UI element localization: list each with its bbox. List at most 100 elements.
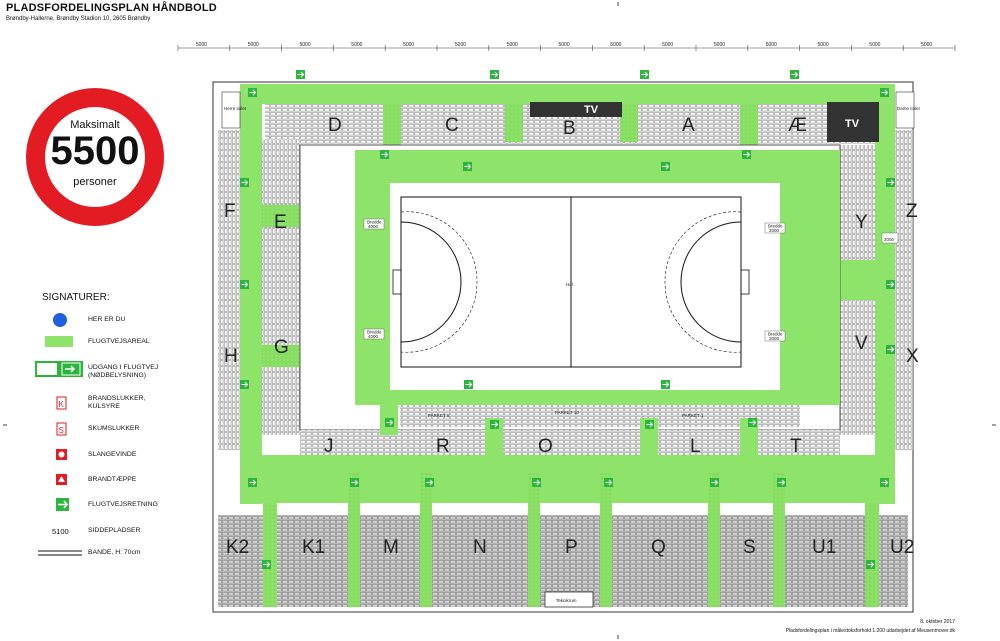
escape-direction-icon bbox=[385, 418, 394, 427]
escape-direction-icon bbox=[248, 88, 257, 97]
legend-title: SIGNATURER: bbox=[42, 292, 110, 303]
dimension-value: 5000 bbox=[507, 42, 518, 48]
escape-direction-icon bbox=[240, 280, 249, 289]
seat-count-text: 5100 bbox=[52, 527, 69, 536]
section-label-x: X bbox=[906, 346, 919, 367]
dimension-value: 5000 bbox=[766, 42, 777, 48]
section-label-g: G bbox=[274, 337, 289, 358]
legend-label: SKUMSLUKKER bbox=[88, 425, 140, 432]
floor-label: PARKET 10 bbox=[555, 410, 579, 415]
page-title: PLADSFORDELINGSPLAN HÅNDBOLD bbox=[6, 2, 217, 14]
escape-direction-icon bbox=[532, 478, 541, 487]
court-label: Hal bbox=[566, 282, 573, 287]
escape-direction-icon bbox=[880, 478, 889, 487]
escape-direction-icon bbox=[866, 560, 875, 569]
width-labels bbox=[363, 218, 899, 342]
you-are-here-icon bbox=[53, 313, 67, 327]
section-label-j: J bbox=[324, 436, 334, 457]
section-label-q: Q bbox=[651, 537, 666, 558]
hose-reel-icon bbox=[56, 449, 67, 460]
escape-direction-icon bbox=[240, 380, 249, 389]
legend: K S 5100 HER ER DU FLUGTVEJSAREAL UDGANG… bbox=[0, 0, 158, 556]
section-label-f: F bbox=[224, 201, 236, 222]
escape-direction-icon bbox=[425, 478, 434, 487]
left-inner-stand bbox=[262, 140, 300, 435]
escape-direction-icon bbox=[240, 178, 249, 187]
tv-label-right: TV bbox=[845, 118, 860, 130]
escape-direction-icon bbox=[262, 560, 271, 569]
upper-aisle bbox=[620, 104, 638, 142]
section-label-e: E bbox=[274, 212, 287, 233]
legend-label: BANDE, H: 70cm bbox=[88, 549, 141, 556]
bottom-aisles bbox=[263, 473, 879, 607]
escape-route-area-icon bbox=[45, 336, 73, 347]
capacity-sign-inner: Maksimalt 5500 personer bbox=[45, 107, 145, 207]
legend-label: FLUGTVEJSRETNING bbox=[88, 501, 158, 508]
exit-signs bbox=[240, 70, 895, 569]
footer-date: 8. oktober 2017 bbox=[920, 619, 955, 625]
escape-direction-icon bbox=[56, 498, 69, 511]
toilet-women bbox=[895, 91, 915, 129]
escape-direction-icon bbox=[463, 162, 472, 171]
section-label-h: H bbox=[224, 346, 238, 367]
legend-label: FLUGTVEJSAREAL bbox=[88, 338, 150, 345]
floor-label: PARKET 1 bbox=[682, 413, 704, 418]
tv-label-top: TV bbox=[584, 104, 599, 116]
escape-direction-icon bbox=[886, 345, 895, 354]
svg-text:K: K bbox=[59, 400, 65, 409]
escape-direction-icon bbox=[661, 162, 670, 171]
handball-court: Hal bbox=[392, 196, 750, 368]
escape-direction-icon bbox=[490, 420, 499, 429]
section-label-u1: U1 bbox=[812, 537, 836, 558]
escape-direction-icon bbox=[248, 478, 257, 487]
capacity-number: 5500 bbox=[50, 129, 140, 173]
escape-direction-icon bbox=[886, 178, 895, 187]
escape-direction-icon bbox=[464, 380, 473, 389]
section-label-b: B bbox=[563, 118, 576, 139]
lower-aisle bbox=[640, 418, 658, 463]
dimension-value: 5000 bbox=[248, 42, 259, 48]
fire-blanket-icon bbox=[56, 474, 67, 485]
dimension-value: 5000 bbox=[403, 42, 414, 48]
dimension-value: 5000 bbox=[610, 42, 621, 48]
tech-room-label: Teknikrum bbox=[556, 598, 577, 603]
board-line-icon bbox=[38, 550, 82, 556]
lower-aisle bbox=[740, 418, 758, 463]
width-label: Bredde bbox=[367, 330, 382, 335]
left-aisle bbox=[262, 345, 300, 367]
width-label: Bredde bbox=[768, 224, 783, 229]
upper-aisle bbox=[505, 104, 523, 142]
legend-icons: K S 5100 bbox=[35, 313, 83, 556]
toilet-women-label: Dame toilet bbox=[897, 106, 921, 111]
width-label: 2000 bbox=[769, 228, 780, 233]
lower-aisle bbox=[485, 418, 503, 463]
dimension-value: 5000 bbox=[351, 42, 362, 48]
escape-direction-icon bbox=[777, 478, 786, 487]
exit-sign-icon bbox=[35, 361, 83, 377]
section-label-d: D bbox=[328, 115, 342, 136]
section-label-k2: K2 bbox=[226, 537, 249, 558]
legend-label: SLANGEVINDE bbox=[88, 451, 137, 458]
section-label-æ: Æ bbox=[788, 115, 807, 136]
tv-box-top bbox=[530, 102, 622, 117]
escape-direction-icon bbox=[710, 478, 719, 487]
upper-aisle bbox=[740, 104, 758, 154]
dimension-value: 5000 bbox=[300, 42, 311, 48]
section-label-c: C bbox=[445, 115, 459, 136]
width-label: Bredde bbox=[768, 332, 783, 337]
foam-extinguisher-icon: S bbox=[56, 422, 67, 436]
legend-label: BRANDTÆPPE bbox=[88, 476, 137, 483]
width-label: 2000 bbox=[769, 336, 780, 341]
capacity-label-bottom: personer bbox=[73, 176, 117, 188]
legend-label: SIDDEPLADSER bbox=[88, 527, 141, 534]
section-label-u2: U2 bbox=[890, 537, 914, 558]
section-label-l: L bbox=[690, 436, 701, 457]
section-label-p: P bbox=[565, 537, 578, 558]
section-label-n: N bbox=[473, 537, 487, 558]
width-label: 2000 bbox=[884, 237, 895, 242]
page-subtitle: Brøndby-Hallerne, Brøndby Stadion 10, 26… bbox=[6, 16, 151, 22]
legend-label: HER ER DU bbox=[88, 316, 126, 323]
escape-direction-icon bbox=[604, 478, 613, 487]
